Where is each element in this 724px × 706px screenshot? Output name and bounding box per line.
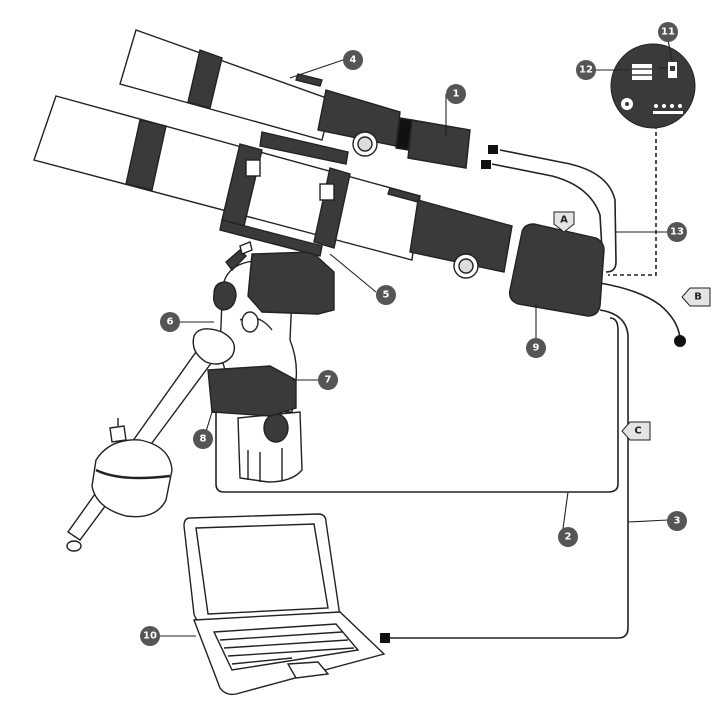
svg-text:A: A [560, 215, 568, 226]
svg-text:C: C [634, 426, 641, 437]
callout-11: 11 [658, 22, 678, 42]
shaft-end-cap [66, 540, 82, 552]
azimuth-knob [263, 413, 289, 443]
dovetail-bar [259, 131, 349, 165]
main-telescope [33, 95, 513, 279]
svg-text:1: 1 [453, 89, 460, 100]
laptop-trackpad [286, 661, 330, 679]
main-focuser [409, 199, 513, 273]
tag-a: A [553, 211, 575, 233]
svg-text:4: 4 [350, 55, 357, 66]
svg-text:8: 8 [200, 434, 207, 445]
callout-13: 13 [667, 222, 687, 242]
svg-text:12: 12 [579, 65, 593, 76]
letter-tags: A B C [553, 211, 711, 441]
connector-guide-upper [488, 145, 498, 154]
guide-adapter [395, 117, 413, 151]
ra-motor [247, 251, 335, 315]
svg-text:7: 7 [325, 375, 332, 386]
cable-13-dashed [608, 118, 657, 276]
tube-ring-rear [313, 167, 351, 249]
guide-tube [119, 29, 333, 141]
mount-knob [212, 281, 237, 311]
cable-guide-upper [499, 149, 617, 273]
callout-1: 1 [446, 84, 466, 104]
svg-text:B: B [694, 292, 702, 303]
callout-10: 10 [140, 626, 160, 646]
callout-badges: 1 2 3 4 5 6 7 8 [140, 22, 687, 646]
cable-guide-lower [491, 163, 603, 251]
laptop [183, 513, 386, 696]
latitude-knob [241, 311, 259, 333]
svg-text:9: 9 [533, 343, 540, 354]
main-dew-band [125, 119, 167, 191]
power-plug [674, 335, 686, 347]
camera-body [508, 223, 605, 317]
cable-3 [385, 309, 629, 639]
svg-text:5: 5 [383, 290, 390, 301]
callout-8: 8 [193, 429, 213, 449]
shaft-collar [192, 328, 236, 365]
svg-text:13: 13 [670, 227, 684, 238]
cable-2 [215, 317, 619, 493]
svg-text:10: 10 [143, 631, 157, 642]
callout-5: 5 [376, 285, 396, 305]
ring-screw-right [319, 183, 335, 201]
laptop-keyboard [212, 623, 360, 671]
laptop-screen-inner [195, 523, 329, 615]
guide-dew-band [187, 49, 223, 109]
callout-4: 4 [343, 50, 363, 70]
controller-panel [610, 43, 696, 129]
callout-9: 9 [526, 338, 546, 358]
mount [66, 241, 335, 552]
counterweight-screw [109, 425, 127, 443]
ring-screw-left [245, 159, 261, 177]
dec-motor [207, 365, 297, 417]
dovetail-base [219, 219, 323, 257]
callout-3: 3 [667, 511, 687, 531]
svg-text:11: 11 [661, 27, 675, 38]
controller-ports [653, 104, 683, 114]
connector-guide-lower [481, 160, 491, 169]
cables [215, 118, 681, 639]
callout-7: 7 [318, 370, 338, 390]
callout-2: 2 [558, 527, 578, 547]
main-camera [508, 223, 605, 317]
svg-text:6: 6 [167, 317, 174, 328]
callout-6: 6 [160, 312, 180, 332]
leader-lines [158, 39, 673, 637]
cable-b [599, 282, 681, 339]
controller-slot-12 [632, 64, 652, 80]
guide-camera [407, 119, 471, 169]
svg-text:2: 2 [565, 532, 572, 543]
tag-b: B [681, 287, 711, 307]
tag-c: C [621, 421, 651, 441]
svg-text:3: 3 [674, 516, 681, 527]
guide-telescope [119, 29, 471, 169]
controller-detail [610, 43, 696, 129]
callout-12: 12 [576, 60, 596, 80]
connector-laptop [380, 633, 390, 643]
